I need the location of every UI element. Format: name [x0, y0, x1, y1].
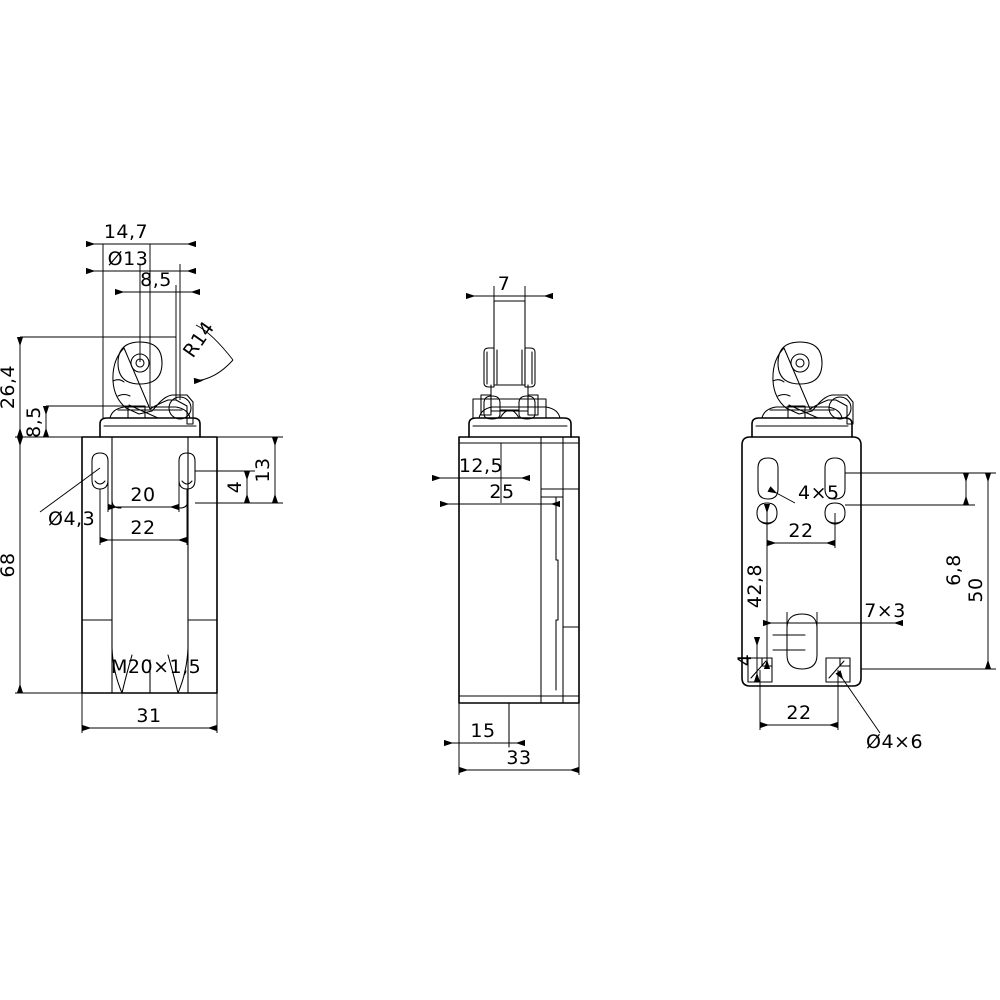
dim-label-25: 25 — [489, 481, 514, 503]
dim-rear-50: 50 — [861, 472, 996, 670]
dim-label-4-left: 4 — [734, 654, 756, 667]
dim-label-thread: M20×1,5 — [111, 656, 201, 678]
dim-label-r14: R14 — [179, 317, 219, 361]
dim-front-22: 22 — [99, 489, 188, 545]
side-view: 7 12,5 25 15 33 — [432, 273, 580, 775]
dim-front-68: 68 — [0, 436, 82, 694]
dim-label-dia-13: Ø13 — [108, 248, 149, 270]
dim-front-20: 20 — [107, 481, 180, 512]
note-front-thread: M20×1,5 — [111, 656, 201, 678]
dim-label-8-5-top: 8,5 — [140, 269, 172, 291]
dim-label-22-bottom: 22 — [786, 702, 811, 724]
dim-rear-dia-4x6: Ø4×6 — [835, 670, 923, 753]
dim-label-33: 33 — [506, 747, 531, 769]
dim-front-4-right: 4 — [195, 470, 255, 503]
dim-front-13-right: 13 — [195, 436, 283, 504]
dim-label-50: 50 — [965, 577, 987, 602]
dim-label-42-8: 42,8 — [744, 564, 766, 608]
dim-front-26-4: 26,4 — [0, 336, 176, 437]
dim-rear-6-8: 6,8 — [845, 472, 975, 586]
dim-front-dia-13: Ø13 — [86, 248, 196, 275]
front-mounting-hole-left — [91, 452, 109, 490]
dim-rear-7x3: 7×3 — [763, 600, 906, 635]
dim-label-31: 31 — [136, 705, 161, 727]
dim-label-12-5: 12,5 — [459, 455, 503, 477]
dim-label-22-top: 22 — [788, 520, 813, 542]
dim-label-6-8: 6,8 — [943, 554, 965, 586]
rear-slot-hole-right — [824, 457, 846, 500]
dim-rear-42-8: 42,8 — [744, 504, 771, 669]
front-mounting-hole-right — [178, 452, 196, 490]
rear-head-seat — [751, 406, 853, 438]
dim-label-20: 20 — [130, 484, 155, 506]
dim-label-14-7: 14,7 — [104, 221, 148, 243]
dim-front-dia-4-3: Ø4,3 — [39, 467, 101, 530]
dim-label-68: 68 — [0, 552, 19, 577]
front-view: 14,7 Ø13 8,5 R14 26,4 8,5 — [0, 221, 283, 733]
rear-corner-fixing-right — [825, 657, 851, 683]
dim-front-8-5-top: 8,5 — [115, 269, 200, 296]
dim-front-31: 31 — [81, 693, 218, 733]
rear-housing-outline — [741, 436, 862, 687]
dim-label-dia-4-3: Ø4,3 — [48, 508, 95, 530]
side-roller-lever — [472, 300, 547, 420]
dim-front-r14: R14 — [179, 317, 234, 385]
dim-rear-22-top: 22 — [766, 513, 836, 548]
dim-label-dia-4x6: Ø4×6 — [866, 731, 923, 753]
rear-roller-lever — [772, 341, 854, 425]
dim-side-15: 15 — [444, 703, 525, 748]
dim-side-25: 25 — [440, 443, 560, 512]
dim-label-7: 7 — [498, 273, 511, 295]
dim-front-14-7: 14,7 — [86, 221, 196, 248]
dim-label-26-4: 26,4 — [0, 365, 19, 409]
rear-slot-hole-left — [757, 457, 779, 500]
dim-front-8-5-left: 8,5 — [20, 405, 140, 438]
rear-view: 4×5 22 42,8 6,8 50 — [734, 341, 996, 753]
front-housing-outline — [81, 436, 218, 694]
dim-rear-4x5: 4×5 — [767, 482, 840, 504]
dim-rear-4-left: 4 — [734, 637, 761, 682]
dim-side-7: 7 — [466, 273, 553, 300]
dim-label-4x5: 4×5 — [798, 482, 840, 504]
dim-label-22: 22 — [130, 517, 155, 539]
front-roller-lever — [112, 341, 194, 425]
front-head-seat — [99, 406, 201, 438]
dim-label-15: 15 — [470, 720, 495, 742]
dim-rear-22-bottom: 22 — [759, 670, 839, 730]
dim-side-12-5: 12,5 — [432, 443, 530, 503]
side-housing-outline — [458, 436, 580, 748]
rear-oval-pocket — [772, 613, 818, 670]
dim-side-33: 33 — [458, 703, 580, 775]
dim-label-13-right: 13 — [252, 457, 274, 482]
dim-label-4-right: 4 — [224, 481, 246, 494]
dim-label-7x3: 7×3 — [864, 600, 906, 622]
dim-label-8-5-left: 8,5 — [23, 406, 45, 438]
